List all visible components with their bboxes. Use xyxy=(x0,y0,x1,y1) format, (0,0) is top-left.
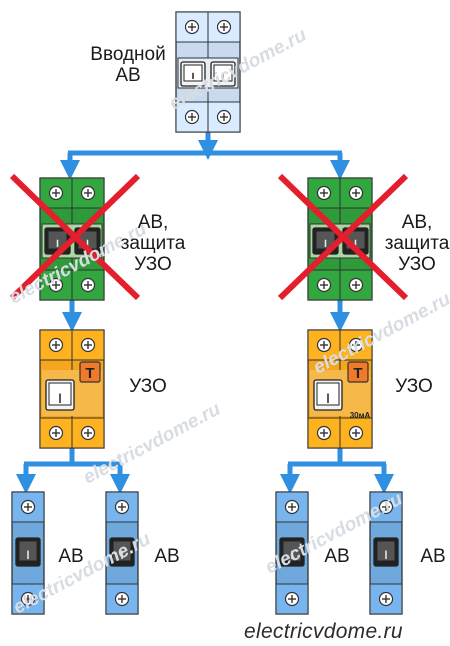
screw-icon xyxy=(316,277,332,293)
screw-icon xyxy=(348,277,364,293)
right-rcd: Т 30мА xyxy=(307,329,373,449)
rcd-rating-label: 30мА xyxy=(350,411,371,420)
main-breaker xyxy=(175,11,241,133)
screw-icon xyxy=(348,337,364,353)
left-rcd-label: УЗО xyxy=(129,376,167,397)
left-cross-icon xyxy=(9,173,141,301)
screw-icon xyxy=(80,277,96,293)
screw-icon xyxy=(114,591,130,607)
toggle-lever-icon xyxy=(313,379,343,411)
breaker-1 xyxy=(11,491,45,615)
right-ab-rcd-breaker xyxy=(307,177,373,301)
toggle-lever-icon xyxy=(373,537,399,567)
right-ab-rcd-label: АВ, защита УЗО xyxy=(384,212,450,275)
screw-icon xyxy=(48,185,64,201)
test-button-label: Т xyxy=(85,365,94,382)
breaker-4 xyxy=(369,491,403,615)
screw-icon xyxy=(114,499,130,515)
breaker-2 xyxy=(105,491,139,615)
breaker-1-label: АВ xyxy=(58,546,84,567)
screw-icon xyxy=(20,591,36,607)
screw-icon xyxy=(48,337,64,353)
left-ab-rcd-label: АВ, защита УЗО xyxy=(120,212,186,275)
screw-icon xyxy=(80,185,96,201)
screw-icon xyxy=(184,19,200,35)
crosses xyxy=(9,173,409,301)
toggle-lever-icon xyxy=(180,61,206,87)
screw-icon xyxy=(348,425,364,441)
wires xyxy=(16,132,394,494)
screw-icon xyxy=(20,499,36,515)
test-button-icon: Т xyxy=(79,361,101,383)
screw-icon xyxy=(80,425,96,441)
screw-icon xyxy=(316,337,332,353)
screw-icon xyxy=(48,277,64,293)
devices: Т Т 30мА xyxy=(11,11,403,615)
watermark-bottom: electricvdome.ru xyxy=(244,620,403,643)
right-cross-icon xyxy=(277,173,409,301)
screw-icon xyxy=(316,425,332,441)
screw-icon xyxy=(284,591,300,607)
toggle-lever-icon xyxy=(210,61,236,87)
screw-icon xyxy=(216,19,232,35)
right-rcd-label: УЗО xyxy=(395,376,433,397)
toggle-lever-icon xyxy=(279,537,305,567)
test-button-label: Т xyxy=(353,365,362,382)
test-button-icon: Т xyxy=(347,361,369,383)
toggle-lever-icon xyxy=(45,379,75,411)
left-rcd: Т xyxy=(39,329,105,449)
screw-icon xyxy=(284,499,300,515)
toggle-lever-icon xyxy=(109,537,135,567)
screw-icon xyxy=(316,185,332,201)
toggle-lever-icon xyxy=(15,537,41,567)
screw-icon xyxy=(48,425,64,441)
main-breaker-label: Вводной АВ xyxy=(90,44,166,86)
screw-icon xyxy=(378,499,394,515)
screw-icon xyxy=(216,109,232,125)
screw-icon xyxy=(378,591,394,607)
breaker-4-label: АВ xyxy=(420,546,446,567)
screw-icon xyxy=(184,109,200,125)
breaker-3 xyxy=(275,491,309,615)
breaker-3-label: АВ xyxy=(324,546,350,567)
breaker-2-label: АВ xyxy=(154,546,180,567)
screw-icon xyxy=(348,185,364,201)
screw-icon xyxy=(80,337,96,353)
